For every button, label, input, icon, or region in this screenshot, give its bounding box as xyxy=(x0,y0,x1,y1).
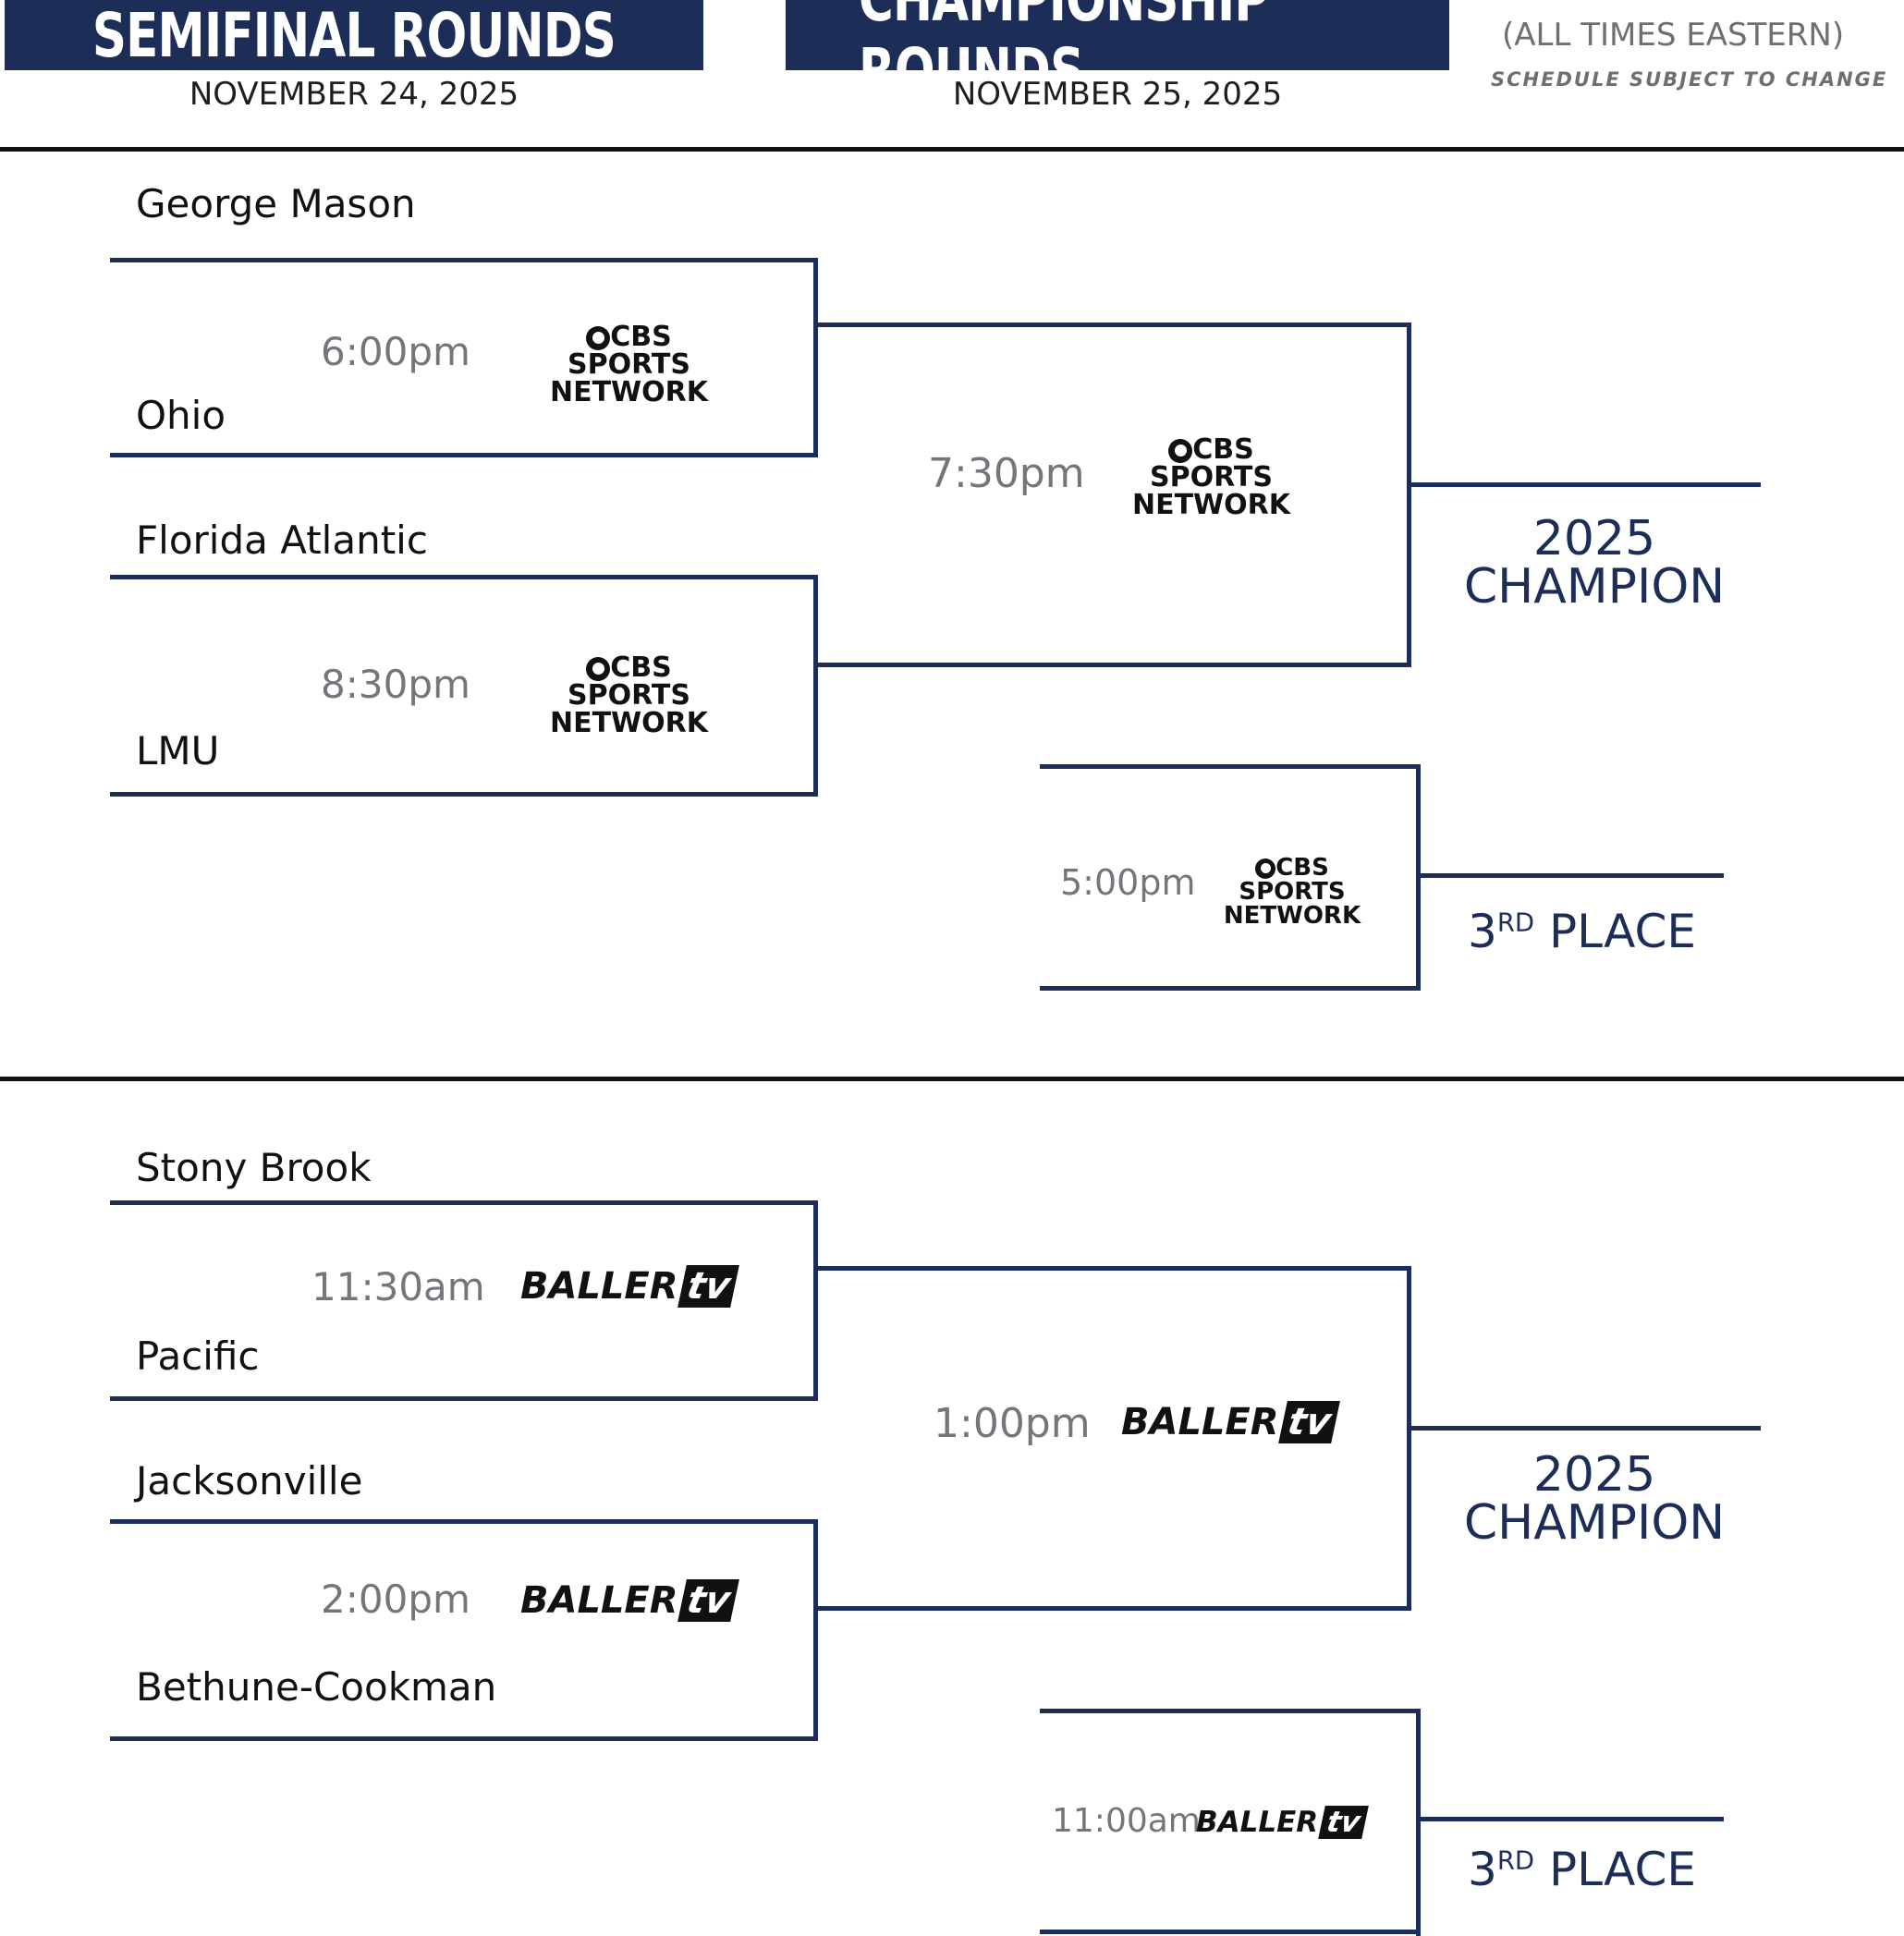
third-place-label: 3RD PLACE xyxy=(1468,905,1696,958)
team-name: George Mason xyxy=(136,181,416,226)
bracket-line xyxy=(1411,482,1761,487)
tv-badge: tv xyxy=(1277,1401,1340,1443)
bracket-line xyxy=(110,575,818,579)
bracket-line xyxy=(813,258,818,457)
bracket-line xyxy=(110,1200,818,1205)
bracket-line xyxy=(1407,323,1411,667)
semifinal-rounds-banner: SEMIFINAL ROUNDS xyxy=(5,0,703,71)
semifinal-rounds-title: SEMIFINAL ROUNDS xyxy=(92,0,616,71)
championship-rounds-title: CHAMPIONSHIP ROUNDS xyxy=(858,0,1269,106)
bracket-line xyxy=(818,323,1411,327)
bracket-line xyxy=(110,258,818,262)
divider-top xyxy=(0,147,1904,152)
team-name: LMU xyxy=(136,728,220,773)
game-time: 11:00am xyxy=(1052,1802,1201,1840)
bracket-line xyxy=(110,1736,818,1741)
team-name: Stony Brook xyxy=(136,1145,372,1190)
team-name: Jacksonville xyxy=(136,1458,363,1504)
bracket-line xyxy=(818,1606,1411,1611)
schedule-note: SCHEDULE SUBJECT TO CHANGE xyxy=(1491,68,1888,91)
tv-badge: tv xyxy=(1318,1806,1370,1839)
bracket-line xyxy=(1407,1266,1411,1611)
bracket-line xyxy=(1411,1426,1761,1431)
game-time: 7:30pm xyxy=(928,450,1085,497)
tv-badge: tv xyxy=(677,1265,739,1308)
bracket-line xyxy=(1040,764,1421,769)
cbs-sports-network-logo: CBS SPORTS NETWORK xyxy=(549,651,708,739)
cbs-sports-network-logo: CBS SPORTS NETWORK xyxy=(549,321,708,408)
bracket-line xyxy=(110,792,818,797)
bracket-line xyxy=(1040,1709,1421,1713)
cbs-sports-network-logo: CBS SPORTS NETWORK xyxy=(1131,433,1290,521)
bracket-line xyxy=(813,1200,818,1401)
championship-date: NOVEMBER 25, 2025 xyxy=(952,76,1283,113)
bracket-line xyxy=(110,1396,818,1401)
tv-badge: tv xyxy=(677,1579,739,1622)
bracket-line xyxy=(813,575,818,797)
bracket-line xyxy=(1421,1817,1724,1821)
championship-rounds-banner: CHAMPIONSHIP ROUNDS xyxy=(786,0,1449,106)
champion-label: 2025 CHAMPION xyxy=(1463,511,1726,615)
bracket-line xyxy=(110,1519,818,1524)
bracket-line xyxy=(1040,986,1421,991)
bracket-line xyxy=(1421,873,1724,878)
team-name: Ohio xyxy=(136,393,226,438)
bracket-line xyxy=(1040,1930,1421,1934)
bracket-line xyxy=(1416,1709,1421,1936)
game-time: 6:00pm xyxy=(321,329,470,374)
game-time: 11:30am xyxy=(311,1264,485,1309)
cbs-eye-icon xyxy=(586,656,611,681)
cbs-sports-network-logo: CBS SPORTS NETWORK xyxy=(1223,854,1361,930)
cbs-eye-icon xyxy=(1168,438,1193,463)
game-time: 1:00pm xyxy=(934,1400,1091,1447)
champion-label: 2025 CHAMPION xyxy=(1463,1447,1726,1551)
game-time: 8:30pm xyxy=(321,662,470,707)
divider-middle xyxy=(0,1077,1904,1081)
game-time: 2:00pm xyxy=(321,1577,470,1622)
time-zone-note: (ALL TIMES EASTERN) xyxy=(1502,17,1845,54)
bracket-line xyxy=(818,663,1411,667)
team-name: Pacific xyxy=(136,1333,260,1379)
bracket-line xyxy=(813,1519,818,1741)
semifinal-date: NOVEMBER 24, 2025 xyxy=(189,76,519,113)
game-time: 5:00pm xyxy=(1060,862,1196,903)
bracket-line xyxy=(818,1266,1411,1271)
team-name: Bethune-Cookman xyxy=(136,1664,497,1710)
cbs-eye-icon xyxy=(586,325,611,350)
bracket-line xyxy=(1416,764,1421,991)
bracket-line xyxy=(110,453,818,457)
third-place-label: 3RD PLACE xyxy=(1468,1843,1696,1896)
cbs-eye-icon xyxy=(1255,858,1276,879)
team-name: Florida Atlantic xyxy=(136,517,428,563)
